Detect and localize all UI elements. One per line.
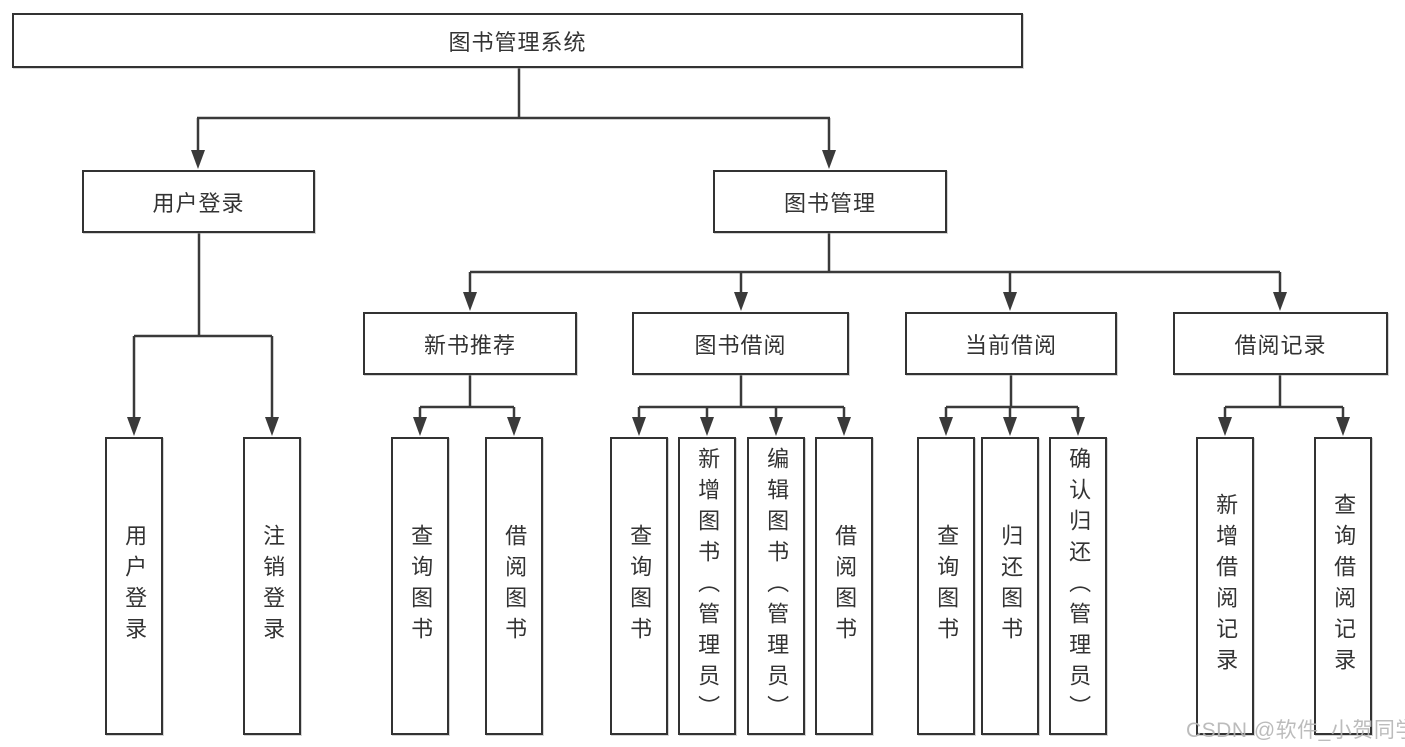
arrow-icon <box>769 417 783 436</box>
arrow-icon <box>837 417 851 436</box>
node-current-borrowing: 当前借阅 <box>905 312 1117 375</box>
arrow-icon <box>632 417 646 436</box>
node-user-login: 用户登录 <box>82 170 315 233</box>
leaf-borrowing-query-books: 查询图书 <box>610 437 668 735</box>
node-borrowing-records: 借阅记录 <box>1173 312 1388 375</box>
leaf-label: 注销登录 <box>260 524 286 648</box>
arrow-icon <box>1218 417 1232 436</box>
leaf-current-query-books: 查询图书 <box>917 437 975 735</box>
leaf-label: 查询图书 <box>934 524 960 648</box>
arrow-icon <box>191 150 205 169</box>
leaf-label: 确认归还（管理员） <box>1066 446 1092 726</box>
arrow-icon <box>413 417 427 436</box>
leaf-label: 查询借阅记录 <box>1331 493 1357 679</box>
arrow-icon <box>822 150 836 169</box>
arrow-icon <box>1003 292 1017 311</box>
leaf-records-add-borrow-record: 新增借阅记录 <box>1196 437 1254 735</box>
arrow-icon <box>1003 417 1017 436</box>
arrow-icon <box>700 417 714 436</box>
leaf-current-confirm-return-admin: 确认归还（管理员） <box>1049 437 1107 735</box>
arrow-icon <box>507 417 521 436</box>
leaf-label: 借阅图书 <box>832 524 858 648</box>
leaf-recommend-borrow-books: 借阅图书 <box>485 437 543 735</box>
node-new-book-recommendation: 新书推荐 <box>363 312 577 375</box>
arrow-icon <box>265 417 279 436</box>
leaf-label: 借阅图书 <box>502 524 528 648</box>
leaf-label: 新增图书（管理员） <box>695 446 721 726</box>
leaf-label: 用户登录 <box>122 524 148 648</box>
arrow-icon <box>1273 292 1287 311</box>
leaf-label: 查询图书 <box>408 524 434 648</box>
node-book-borrowing: 图书借阅 <box>632 312 849 375</box>
arrow-icon <box>127 417 141 436</box>
arrow-icon <box>939 417 953 436</box>
leaf-label: 新增借阅记录 <box>1213 493 1239 679</box>
leaf-recommend-query-books: 查询图书 <box>391 437 449 735</box>
arrowheads <box>127 150 1350 436</box>
leaf-user-login: 用户登录 <box>105 437 163 735</box>
node-book-management: 图书管理 <box>713 170 947 233</box>
node-root-library-system: 图书管理系统 <box>12 13 1023 68</box>
leaf-borrowing-add-books-admin: 新增图书（管理员） <box>678 437 736 735</box>
leaf-label: 编辑图书（管理员） <box>764 446 790 726</box>
leaf-records-query-borrow-record: 查询借阅记录 <box>1314 437 1372 735</box>
leaf-borrowing-edit-books-admin: 编辑图书（管理员） <box>747 437 805 735</box>
arrow-icon <box>463 292 477 311</box>
leaf-label: 查询图书 <box>627 524 653 648</box>
arrow-icon <box>1336 417 1350 436</box>
leaf-logout: 注销登录 <box>243 437 301 735</box>
leaf-current-return-books: 归还图书 <box>981 437 1039 735</box>
watermark: CSDN @软件_小贺同学 <box>1186 719 1405 742</box>
arrow-icon <box>734 292 748 311</box>
arrow-icon <box>1071 417 1085 436</box>
leaf-borrowing-borrow-books: 借阅图书 <box>815 437 873 735</box>
leaf-label: 归还图书 <box>998 524 1024 648</box>
